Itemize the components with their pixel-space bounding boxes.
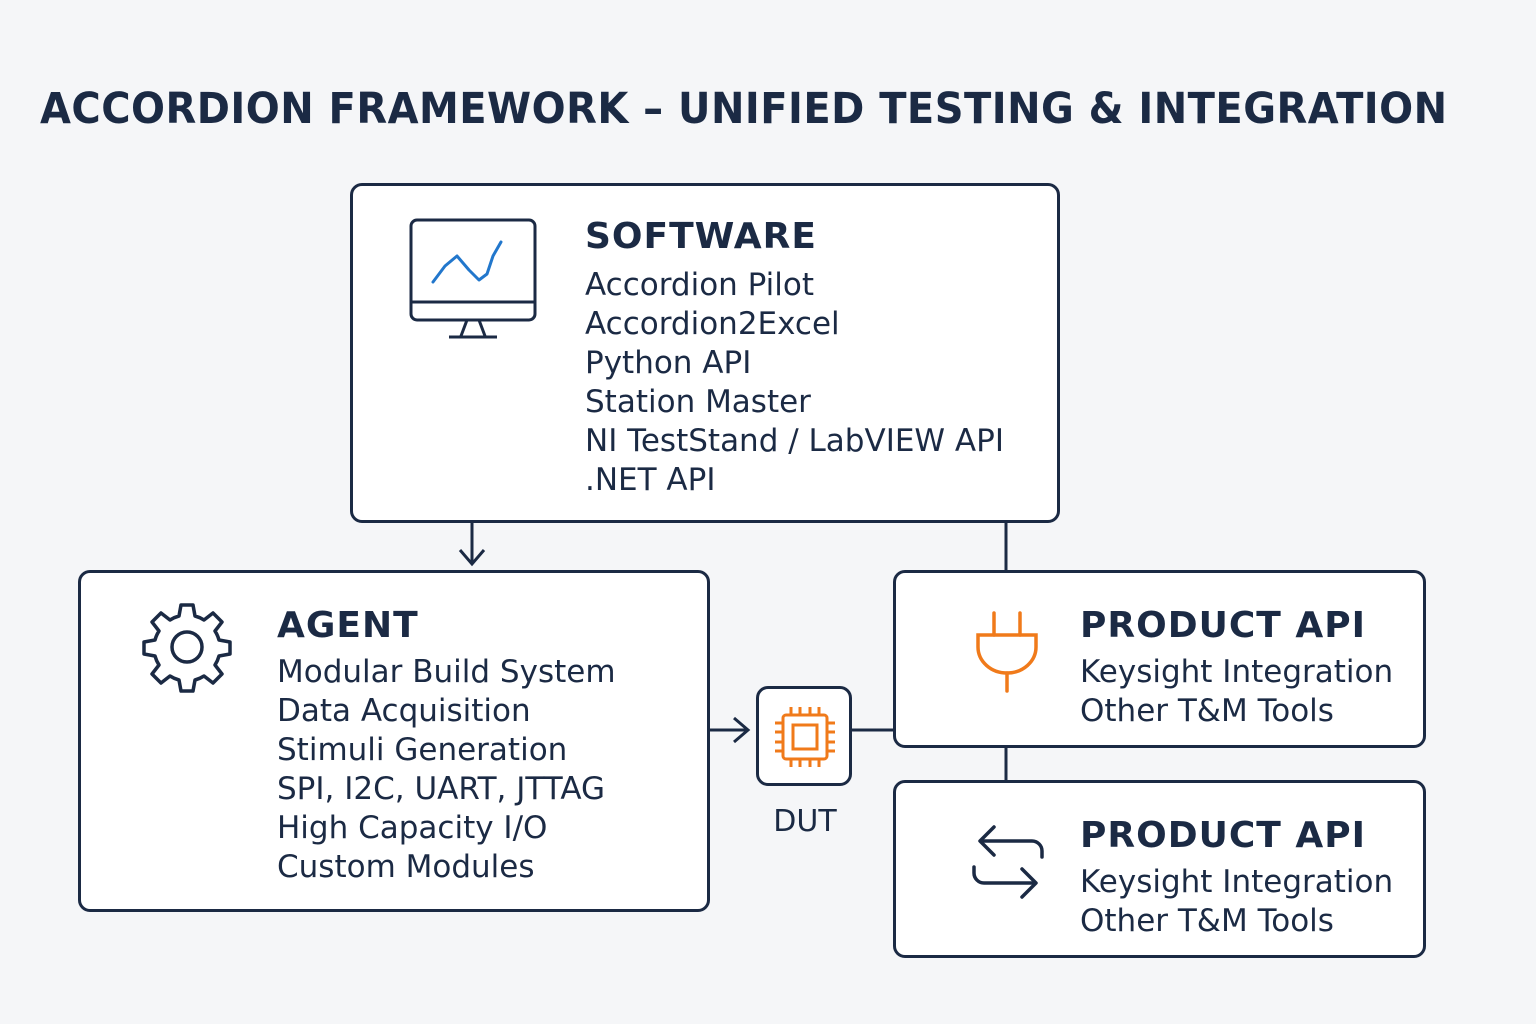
list-item: Accordion Pilot (585, 267, 815, 303)
list-item: Keysight Integration (1080, 864, 1394, 900)
product-api-2-heading: PRODUCT API (1080, 815, 1366, 856)
sync-arrows-icon (972, 825, 1044, 899)
list-item: Data Acquisition (277, 693, 531, 729)
gear-icon (142, 603, 232, 693)
list-item: Stimuli Generation (277, 732, 568, 768)
software-box: SOFTWARE Accordion Pilot Accordion2Excel… (350, 183, 1060, 523)
list-item: Station Master (585, 384, 811, 420)
list-item: Other T&M Tools (1080, 693, 1334, 729)
software-items: Accordion Pilot Accordion2Excel Python A… (585, 266, 1004, 500)
product-api-2-items: Keysight Integration Other T&M Tools (1080, 863, 1393, 941)
agent-to-dut-arrowhead (733, 716, 751, 744)
list-item: Keysight Integration (1080, 654, 1394, 690)
software-to-agent-arrowhead (458, 549, 486, 567)
product-api-1-items: Keysight Integration Other T&M Tools (1080, 653, 1393, 731)
list-item: SPI, I2C, UART, JTTAG (277, 771, 606, 807)
agent-heading: AGENT (277, 605, 419, 646)
product-api-box-2: PRODUCT API Keysight Integration Other T… (893, 780, 1426, 958)
list-item: Other T&M Tools (1080, 903, 1334, 939)
list-item: NI TestStand / LabVIEW API (585, 423, 1004, 459)
diagram-title: ACCORDION FRAMEWORK – UNIFIED TESTING & … (40, 84, 1448, 134)
chip-icon (775, 707, 835, 767)
agent-box: AGENT Modular Build System Data Acquisit… (78, 570, 710, 912)
list-item: Accordion2Excel (585, 306, 840, 342)
product-api-box-1: PRODUCT API Keysight Integration Other T… (893, 570, 1426, 748)
list-item: Modular Build System (277, 654, 616, 690)
dut-label: DUT (773, 804, 837, 839)
software-heading: SOFTWARE (585, 216, 817, 257)
list-item: Python API (585, 345, 752, 381)
agent-items: Modular Build System Data Acquisition St… (277, 653, 616, 887)
list-item: High Capacity I/O (277, 810, 548, 846)
list-item: Custom Modules (277, 849, 535, 885)
product-api-1-heading: PRODUCT API (1080, 605, 1366, 646)
plug-icon (976, 611, 1038, 693)
monitor-chart-icon (409, 218, 537, 339)
dut-box (756, 686, 852, 786)
list-item: .NET API (585, 462, 716, 498)
